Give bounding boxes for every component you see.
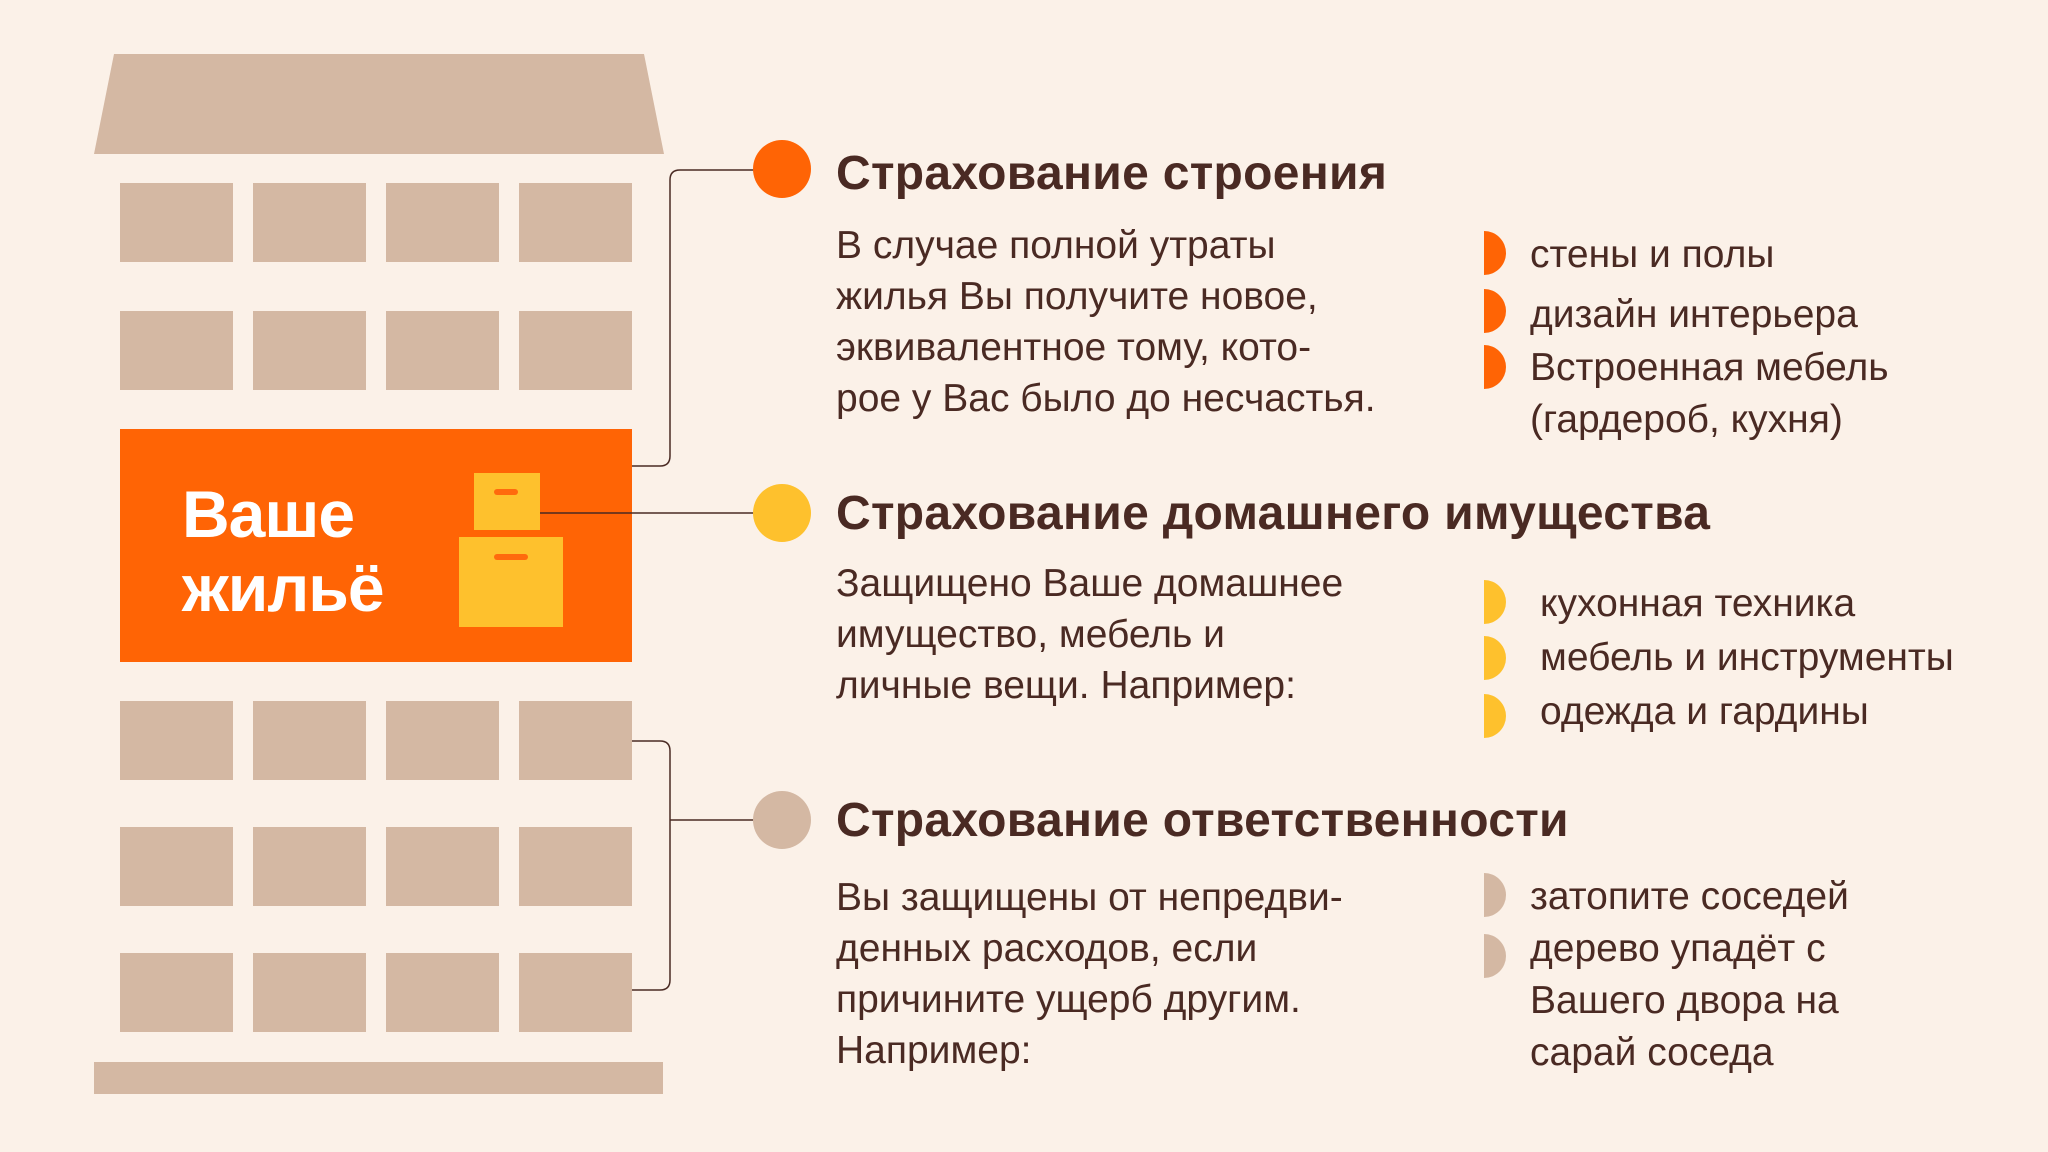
your-home-label-line2: жильё — [182, 551, 385, 625]
window — [120, 827, 233, 906]
window — [519, 827, 632, 906]
bullet-icon — [1484, 873, 1506, 917]
small-box-handle — [494, 489, 518, 495]
list-item: кухонная техника — [1540, 582, 1856, 625]
your-home-label: Ваше жильё — [182, 477, 385, 625]
bullet-icon — [1484, 345, 1506, 389]
list-item: дизайн интерьера — [1530, 293, 1858, 336]
window — [120, 701, 233, 780]
bullet-icon — [1484, 289, 1506, 333]
your-home-label-line1: Ваше — [182, 477, 355, 551]
window — [120, 311, 233, 390]
window — [386, 827, 499, 906]
list-item: затопите соседей — [1530, 875, 1849, 918]
bullet-icon — [1484, 934, 1506, 978]
window — [120, 953, 233, 1032]
section-dot — [753, 140, 811, 198]
window — [253, 183, 366, 262]
window — [519, 183, 632, 262]
section-dot — [753, 791, 811, 849]
window — [120, 183, 233, 262]
building-roof — [94, 54, 664, 154]
window — [519, 701, 632, 780]
bullet-icon — [1484, 694, 1506, 738]
window — [386, 183, 499, 262]
window — [519, 311, 632, 390]
section-description: Вы защищены от непредви- денных расходов… — [836, 876, 1343, 1072]
list-item: мебель и инструменты — [1540, 636, 1954, 679]
building-base — [94, 1062, 663, 1094]
bullet-icon — [1484, 580, 1506, 624]
window — [253, 953, 366, 1032]
bullet-icon — [1484, 231, 1506, 275]
section-title: Страхование ответственности — [836, 794, 1569, 847]
window — [253, 311, 366, 390]
section-dot — [753, 484, 811, 542]
large-box-handle — [494, 554, 528, 560]
small-box-icon — [474, 473, 540, 530]
list-item: дерево упадёт с Вашего двора на сарай со… — [1530, 927, 1839, 1074]
section-title: Страхование домашнего имущества — [836, 487, 1711, 540]
list-item: Встроенная мебель (гардероб, кухня) — [1530, 346, 1889, 441]
large-box-icon — [459, 537, 563, 627]
list-item: одежда и гардины — [1540, 690, 1869, 733]
section-title: Страхование строения — [836, 147, 1388, 200]
window — [519, 953, 632, 1032]
window — [386, 953, 499, 1032]
window — [253, 827, 366, 906]
list-item: стены и полы — [1530, 233, 1775, 276]
section-description: В случае полной утраты жилья Вы получите… — [836, 224, 1376, 420]
section-description: Защищено Ваше домашнее имущество, мебель… — [836, 562, 1344, 707]
window — [253, 701, 366, 780]
window — [386, 311, 499, 390]
bullet-icon — [1484, 636, 1506, 680]
window — [386, 701, 499, 780]
